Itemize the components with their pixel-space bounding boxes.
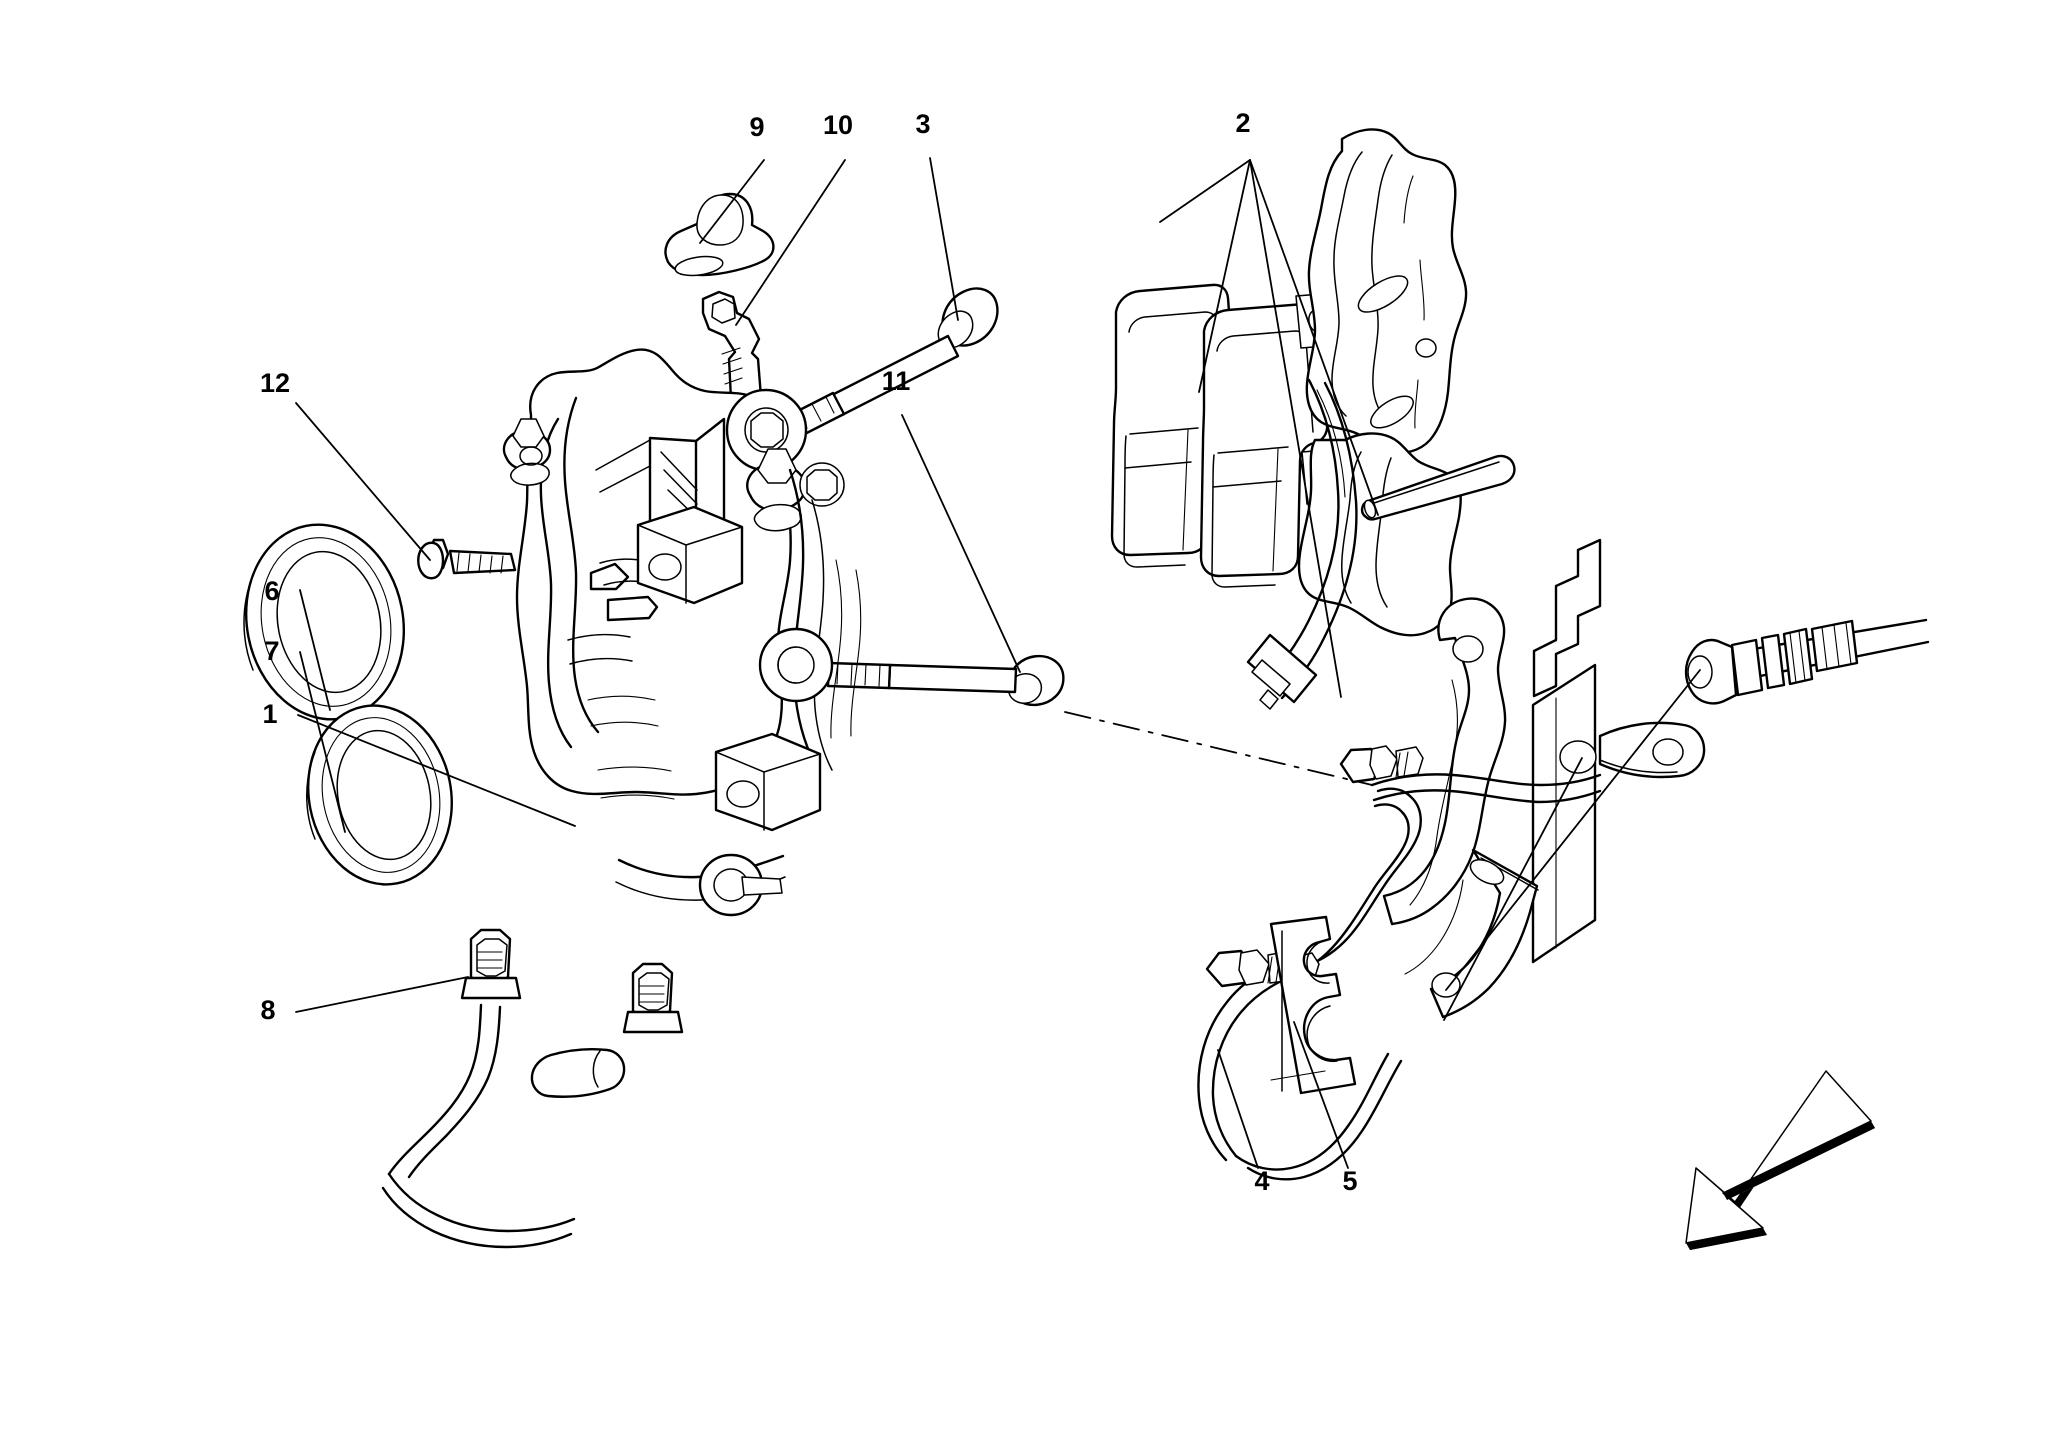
brake-caliper-body <box>502 348 862 917</box>
leader-lines <box>295 157 1701 1169</box>
pad-wear-sensor-cable <box>1246 378 1358 710</box>
upper-piston-seal <box>243 523 406 721</box>
pad-retaining-pin <box>1360 454 1516 521</box>
union-nut-inner <box>1339 745 1424 784</box>
sensor-connector <box>1246 633 1318 710</box>
caliper-mounting-ear-upper <box>636 505 744 605</box>
brake-line-to-bracket <box>1339 745 1602 804</box>
bleed-screw-part <box>701 290 763 405</box>
hose-retaining-clip <box>1269 915 1357 1095</box>
pipe-fitting-left <box>460 928 522 1000</box>
upper-caliper-bolt <box>778 287 999 443</box>
caliper-bleed-boss-right <box>746 448 845 532</box>
caliper-bolt-boss-lower-right <box>758 627 834 703</box>
lower-piston-seal <box>306 704 453 886</box>
rigid-brake-pipe <box>381 928 684 1249</box>
caliper-mounting-ear-lower <box>714 732 822 832</box>
assembly-axis-line <box>1064 711 1373 786</box>
lower-caliper-bolt <box>826 654 1065 707</box>
bleed-screw-cap-part <box>664 192 775 277</box>
caliper-lower-bolt-head <box>698 853 783 917</box>
seal-retaining-screw <box>417 538 517 580</box>
caliper-bleed-boss-left <box>502 418 552 486</box>
direction-of-travel-arrow <box>1685 1070 1875 1250</box>
sensor-threaded-fitting <box>1684 618 1930 705</box>
pipe-fitting-right <box>622 962 684 1034</box>
